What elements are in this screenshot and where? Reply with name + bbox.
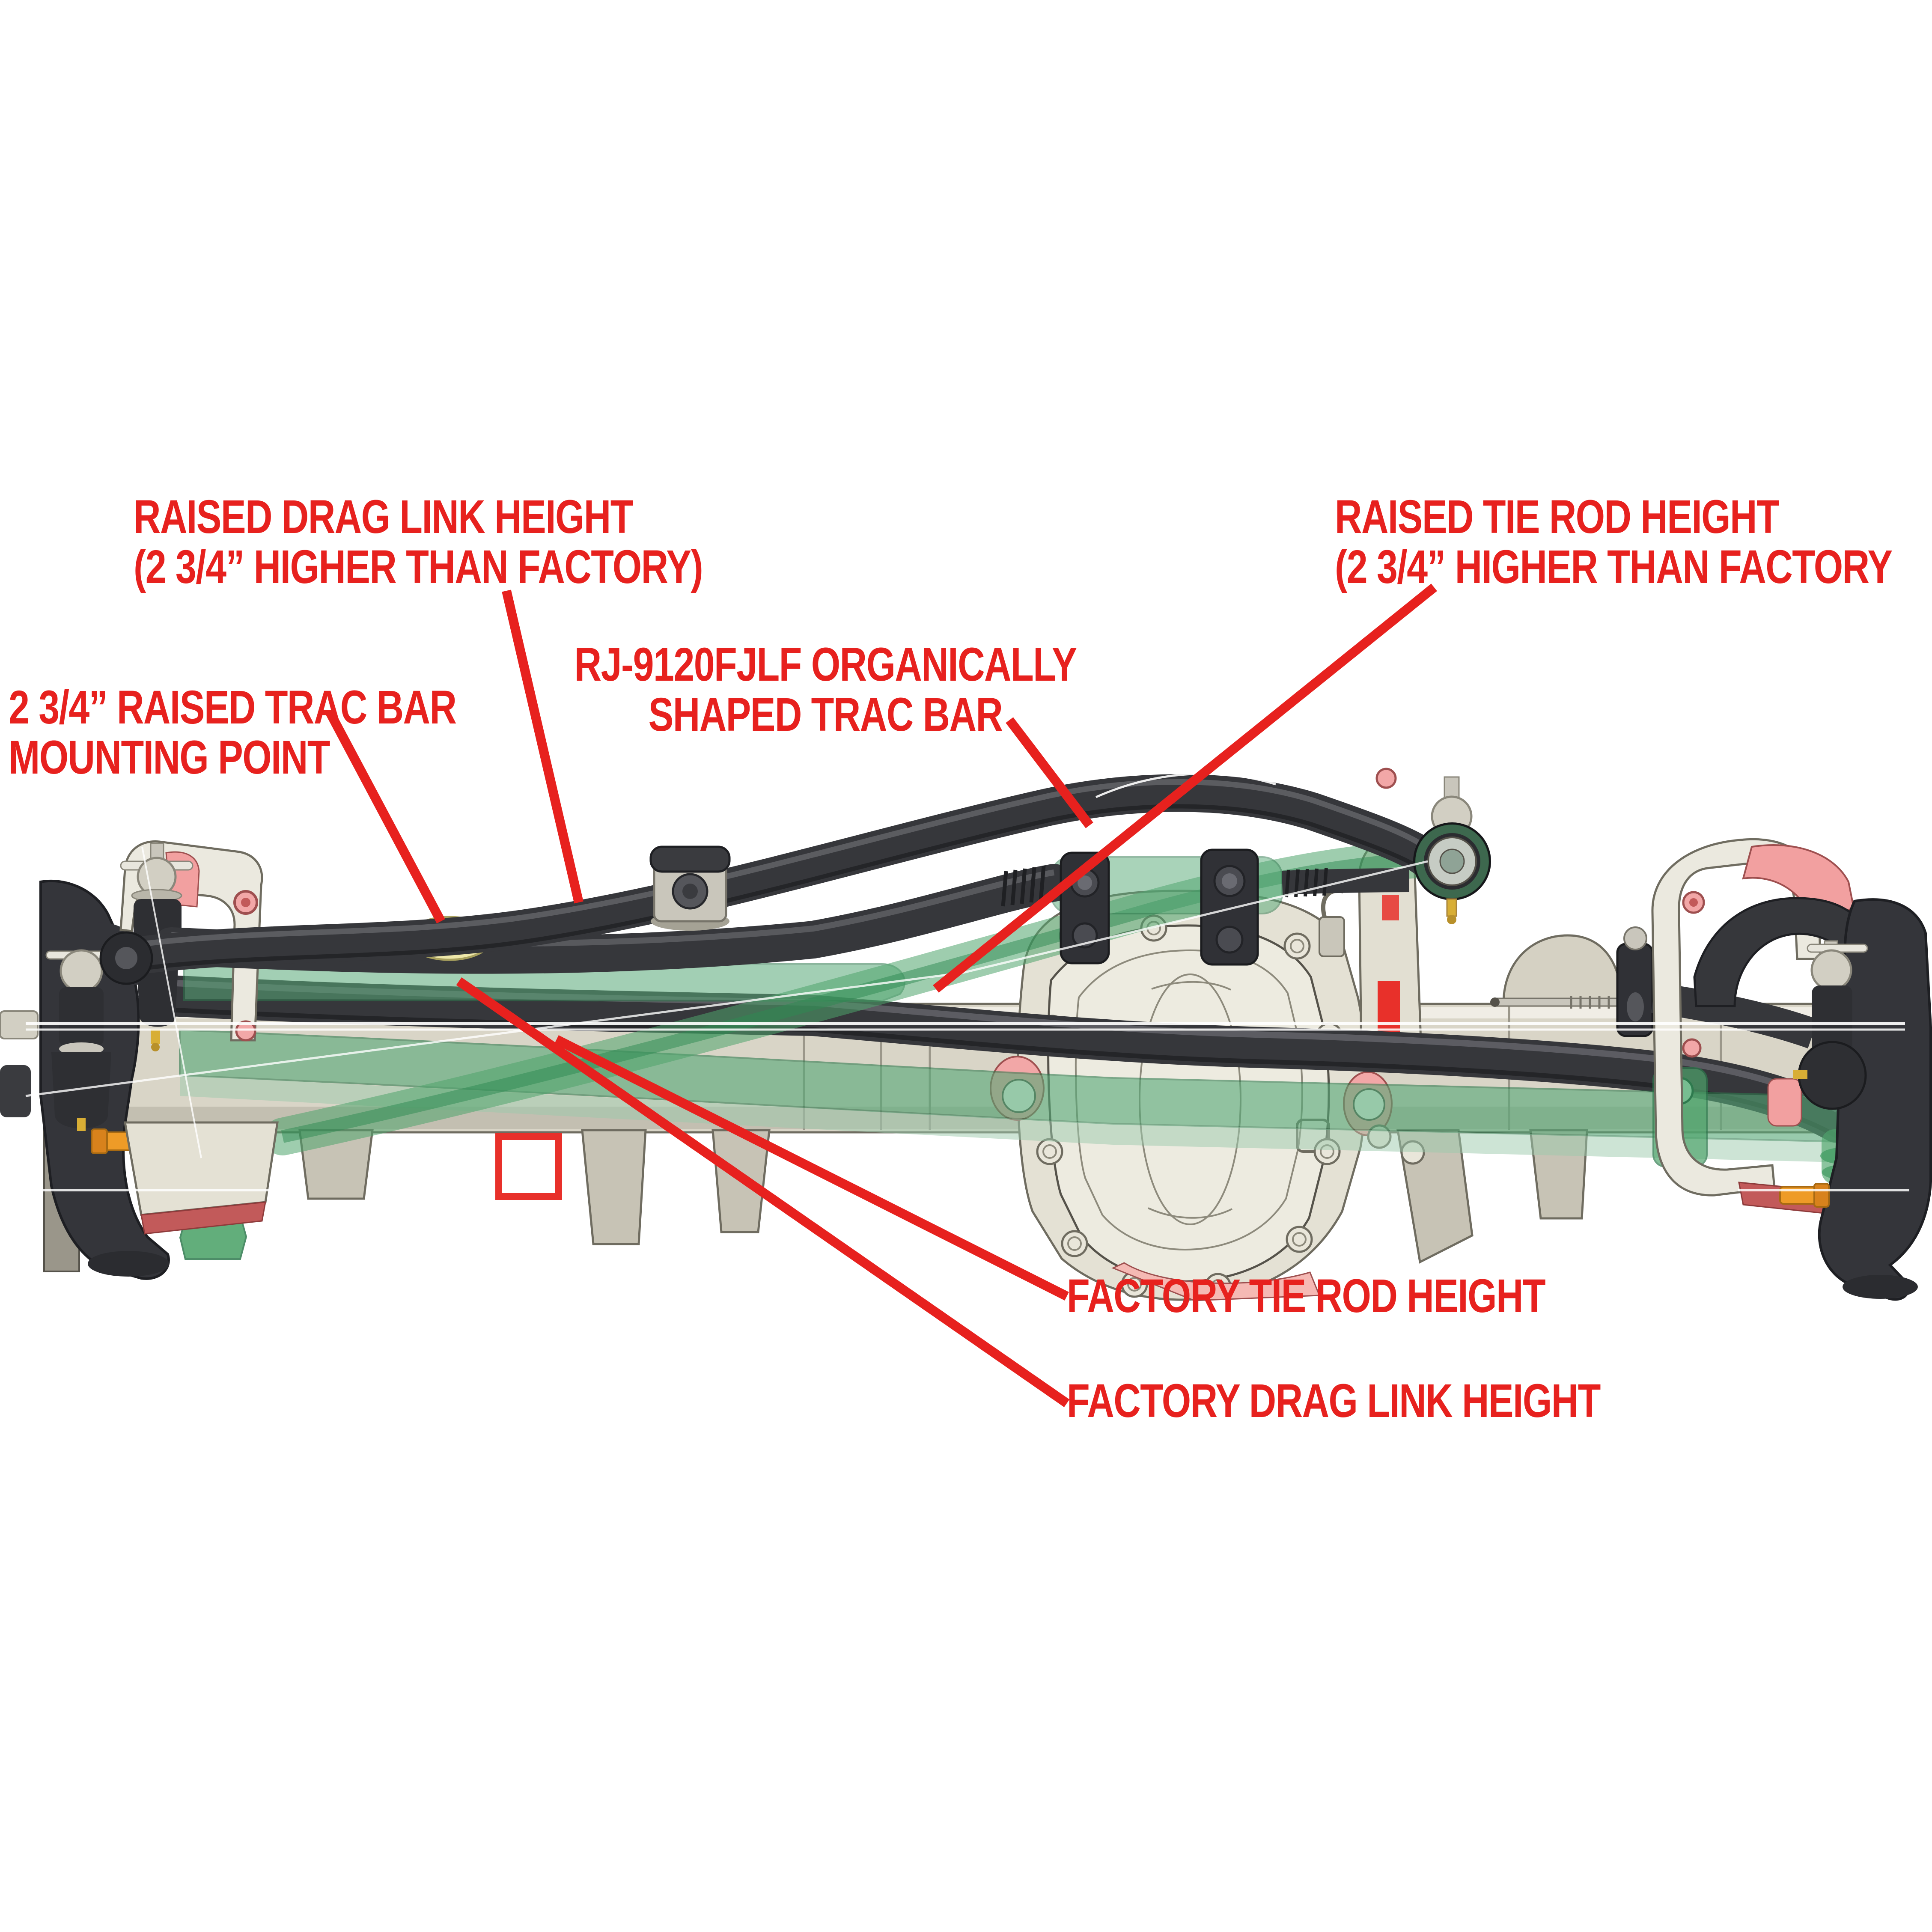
callout-factory-tie-rod: FACTORY TIE ROD HEIGHT	[1067, 1270, 1546, 1322]
left-lower-bracket	[124, 1121, 279, 1216]
grease-zerk	[77, 1118, 86, 1131]
callout-organic-trac-bar: RJ-9120FJLF ORGANICALLY SHAPED TRAC BAR	[569, 640, 1082, 740]
callout-line: MOUNTING POINT	[9, 731, 330, 784]
callout-line: RAISED TIE ROD HEIGHT	[1335, 491, 1780, 543]
callout-line: 2 3/4” RAISED TRAC BAR	[9, 681, 457, 734]
drag-link-right-clamp	[1616, 926, 1654, 1037]
callout-line: FACTORY DRAG LINK HEIGHT	[1067, 1375, 1601, 1427]
axle-tube-seat-dome	[1502, 934, 1623, 1005]
callout-line: (2 3/4” HIGHER THAN FACTORY)	[134, 540, 703, 593]
callout-leader-lines	[325, 583, 1437, 1408]
callout-line: RJ-9120FJLF ORGANICALLY	[574, 638, 1077, 691]
left-lower-bracket-red-edge	[140, 1201, 266, 1235]
callout-line: RAISED DRAG LINK HEIGHT	[134, 491, 634, 543]
callout-line: SHAPED TRAC BAR	[648, 688, 1003, 741]
leader-factory-tie-rod	[554, 1035, 1069, 1301]
raised-trac-bar	[99, 774, 1491, 985]
leader-factory-drag-link	[456, 977, 1070, 1408]
red-frame-bracket	[495, 1133, 562, 1200]
callout-factory-drag-link: FACTORY DRAG LINK HEIGHT	[1067, 1375, 1601, 1427]
red-slot	[1378, 981, 1400, 1033]
trac-bar-bushing-mount	[649, 845, 731, 931]
right-knuckle-cluster	[1490, 838, 1932, 1301]
grease-zerk	[151, 1029, 160, 1044]
breather-fitting	[1319, 888, 1345, 957]
cad-hairlines	[25, 772, 1909, 1191]
callout-raised-tie-rod: RAISED TIE ROD HEIGHT (2 3/4” HIGHER THA…	[1335, 491, 1893, 593]
leader-trac-bar-mount	[325, 709, 445, 924]
callout-line: FACTORY TIE ROD HEIGHT	[1067, 1270, 1546, 1322]
leader-organic-trac-bar	[1006, 717, 1093, 828]
trac-bar-rod-end	[1413, 822, 1491, 924]
callout-raised-drag-link: RAISED DRAG LINK HEIGHT (2 3/4” HIGHER T…	[134, 491, 703, 593]
callout-trac-bar-mount: 2 3/4” RAISED TRAC BAR MOUNTING POINT	[9, 681, 457, 784]
orange-bolt-right	[1779, 1183, 1830, 1208]
leader-raised-drag-link	[502, 589, 583, 904]
grease-zerk	[1793, 1070, 1807, 1079]
leader-raised-tie-rod	[933, 583, 1437, 993]
grease-zerk	[1446, 898, 1457, 917]
callout-line: (2 3/4” HIGHER THAN FACTORY	[1335, 540, 1893, 593]
right-tie-rod-end	[1793, 940, 1868, 1110]
left-tie-rod-end	[45, 949, 111, 1131]
